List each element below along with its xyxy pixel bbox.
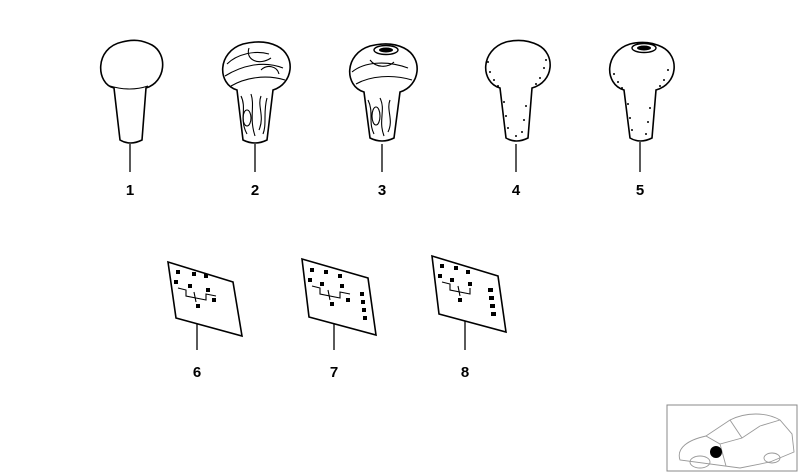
callout-4: 4 [512,182,521,199]
callout-2: 2 [251,182,259,199]
callout-7: 7 [330,364,338,381]
callout-6: 6 [193,364,201,381]
shift-pattern-label-7[interactable] [301,257,377,337]
car-location-icon [710,446,722,458]
gear-knob-3[interactable] [348,43,418,142]
gear-knob-2[interactable] [221,41,291,144]
gear-knob-4[interactable] [484,39,551,142]
shift-pattern-label-6[interactable] [167,260,243,338]
callout-5: 5 [636,182,644,199]
gear-knob-1[interactable] [99,39,164,144]
callout-1: 1 [126,182,134,199]
car-outline-icon [678,413,795,469]
callout-8: 8 [461,364,469,381]
callout-3: 3 [378,182,386,199]
gear-knob-5[interactable] [608,41,675,142]
car-location-thumbnail[interactable] [666,404,798,472]
shift-pattern-label-8[interactable] [431,254,507,334]
